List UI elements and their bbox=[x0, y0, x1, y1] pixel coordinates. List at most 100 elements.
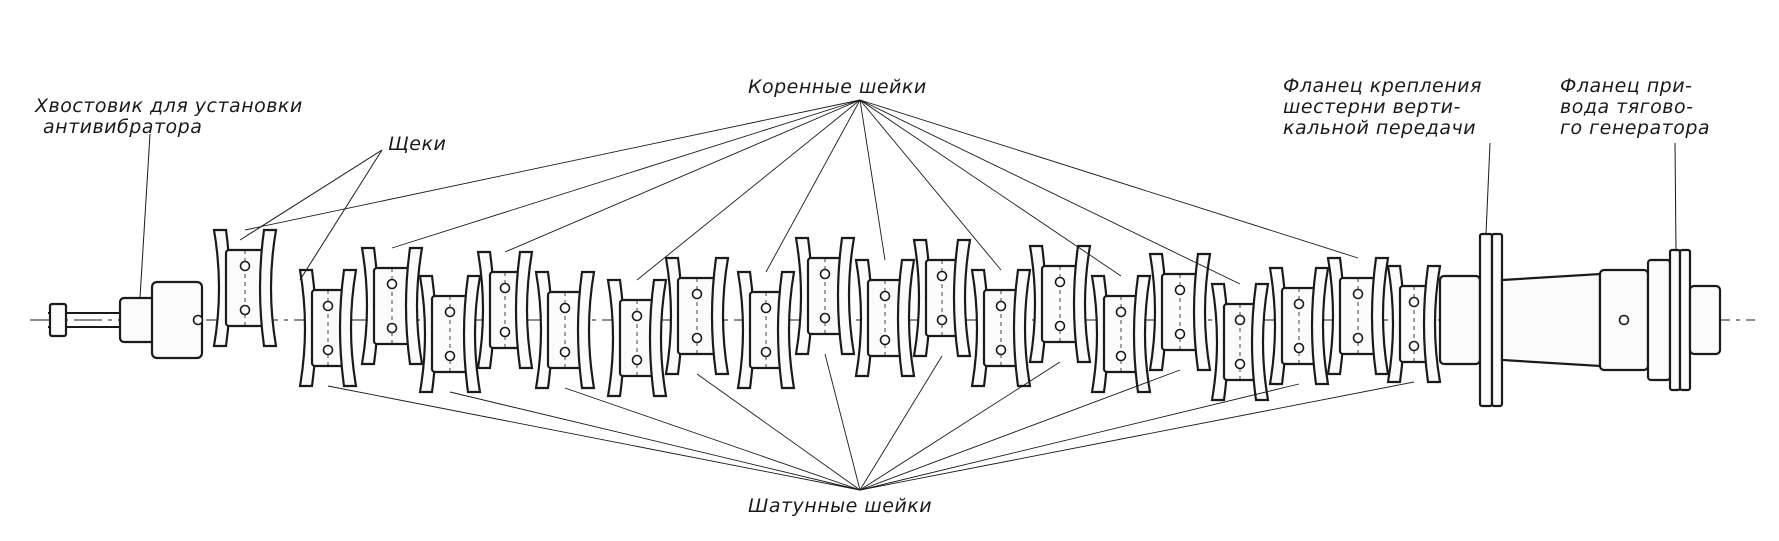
oil-hole bbox=[1408, 296, 1420, 308]
oil-hole bbox=[1115, 306, 1127, 318]
label-main-journals: Коренные шейки bbox=[748, 76, 927, 98]
oil-hole bbox=[936, 270, 948, 282]
oil-hole bbox=[819, 312, 831, 324]
generator-flange-disc bbox=[1678, 248, 1692, 392]
leader-generator-flange bbox=[1674, 142, 1677, 251]
leader-main-journal bbox=[636, 99, 861, 281]
oil-hole bbox=[559, 302, 571, 314]
leader-main-journal bbox=[504, 99, 861, 253]
leader-crankpin bbox=[859, 381, 1415, 491]
leader-cheek bbox=[299, 149, 383, 281]
leader-main-journal bbox=[244, 99, 861, 231]
oil-hole bbox=[559, 346, 571, 358]
label-generator-flange-line-3: го генератора bbox=[1560, 117, 1711, 139]
crank-throw bbox=[1210, 282, 1270, 402]
oil-hole bbox=[499, 326, 511, 338]
label-gear-flange-line-2: шестерни верти- bbox=[1283, 96, 1461, 118]
label-generator-flange-line-1: Фланец при- bbox=[1560, 75, 1693, 97]
generator-flange-disc bbox=[1668, 248, 1682, 392]
crank-throw bbox=[970, 268, 1032, 388]
oil-hole bbox=[691, 332, 703, 344]
crank-throw bbox=[476, 250, 534, 370]
crank-throw bbox=[1148, 252, 1212, 372]
label-gear-flange: Фланец крепления шестерни верти- кальной… bbox=[1283, 76, 1482, 139]
crank-throw bbox=[794, 236, 856, 356]
oil-hole bbox=[995, 344, 1007, 356]
cheek bbox=[776, 270, 796, 390]
oil-hole bbox=[1352, 332, 1364, 344]
crank-throw bbox=[1268, 266, 1330, 386]
leader-main-journal bbox=[391, 99, 861, 249]
oil-hole bbox=[444, 350, 456, 362]
crank-throw bbox=[1028, 244, 1092, 364]
leader-crankpin bbox=[824, 353, 861, 491]
label-gear-flange-line-3: кальной передачи bbox=[1283, 117, 1477, 139]
cheek bbox=[648, 278, 668, 398]
cheek bbox=[952, 238, 972, 358]
oil-hole bbox=[760, 346, 772, 358]
cheek bbox=[1072, 244, 1092, 364]
leader-lines bbox=[139, 99, 1677, 491]
oil-hole bbox=[1054, 320, 1066, 332]
hub bbox=[1646, 258, 1672, 382]
cheek bbox=[1132, 274, 1152, 394]
leader-crankpin bbox=[449, 391, 861, 491]
label-gear-flange-line-1: Фланец крепления bbox=[1283, 75, 1482, 97]
cheek bbox=[1192, 252, 1212, 372]
cheek bbox=[404, 246, 424, 366]
crank-throw bbox=[1326, 256, 1390, 376]
crank-throw bbox=[360, 246, 424, 366]
oil-hole bbox=[691, 288, 703, 300]
leader-crankpin bbox=[859, 383, 1300, 491]
leader-crankpin bbox=[859, 361, 1061, 491]
cheek bbox=[896, 258, 916, 378]
cheek bbox=[1012, 268, 1032, 388]
tail-collar bbox=[118, 296, 157, 344]
oil-hole bbox=[1174, 328, 1186, 340]
oil-hole bbox=[995, 300, 1007, 312]
label-crankpins: Шатунные шейки bbox=[748, 495, 933, 517]
oil-hole bbox=[1293, 298, 1305, 310]
leader-gear-flange bbox=[1485, 142, 1491, 235]
oil-hole bbox=[1174, 284, 1186, 296]
crank-throw bbox=[534, 270, 596, 390]
leader-tail bbox=[139, 133, 151, 299]
cheek bbox=[1370, 256, 1390, 376]
leader-main-journal bbox=[859, 99, 1002, 271]
stub-end bbox=[1688, 284, 1722, 356]
label-cheeks: Щеки bbox=[388, 133, 447, 155]
oil-hole bbox=[1234, 314, 1246, 326]
leader-main-journal bbox=[859, 99, 1359, 259]
leader-crankpin bbox=[859, 355, 943, 491]
gear-flange bbox=[1438, 232, 1504, 408]
crank-throw bbox=[212, 228, 278, 348]
oil-hole bbox=[819, 268, 831, 280]
oil-hole bbox=[1115, 350, 1127, 362]
oil-hole bbox=[1293, 342, 1305, 354]
shaft-segment bbox=[1438, 274, 1482, 366]
crank-throw bbox=[736, 270, 796, 390]
gear-flange-disc bbox=[1478, 232, 1494, 408]
leader-crankpin bbox=[696, 373, 861, 491]
cheek bbox=[710, 256, 730, 376]
oil-hole bbox=[386, 322, 398, 334]
shaft-taper bbox=[1500, 272, 1602, 368]
cheek bbox=[514, 250, 534, 370]
crank-throw bbox=[664, 256, 730, 376]
label-generator-flange: Фланец при- вода тягово- го генератора bbox=[1560, 76, 1710, 139]
oil-hole bbox=[879, 290, 891, 302]
cheek bbox=[1310, 266, 1330, 386]
oil-hole bbox=[386, 278, 398, 290]
crank-throw bbox=[1090, 274, 1152, 394]
gear-flange-disc bbox=[1490, 232, 1504, 408]
crank-throw bbox=[854, 258, 916, 378]
oil-hole bbox=[322, 300, 334, 312]
oil-hole bbox=[1352, 288, 1364, 300]
oil-hole bbox=[322, 344, 334, 356]
oil-hole bbox=[192, 314, 204, 326]
crank-throw bbox=[606, 278, 668, 398]
cheek bbox=[258, 228, 278, 348]
oil-hole bbox=[1618, 314, 1630, 326]
oil-hole bbox=[631, 354, 643, 366]
